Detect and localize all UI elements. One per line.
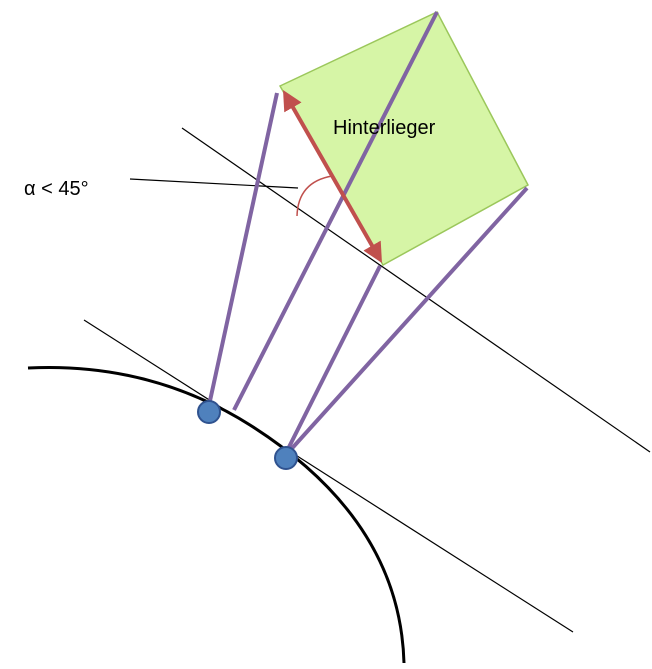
point-right (274, 446, 298, 470)
angle-pointer-line (129, 178, 299, 189)
long-diagonal-line (181, 127, 651, 453)
purple-ray-3 (283, 265, 382, 456)
region-label: Hinterlieger (333, 117, 436, 139)
angle-arc (296, 175, 333, 217)
curved-boundary (27, 366, 406, 664)
angle-label: α < 45° (24, 178, 89, 200)
purple-ray-4 (284, 186, 529, 457)
purple-ray-1 (206, 92, 279, 411)
depth-arrow (283, 90, 382, 263)
point-left (197, 400, 221, 424)
tangent-line (83, 319, 574, 633)
